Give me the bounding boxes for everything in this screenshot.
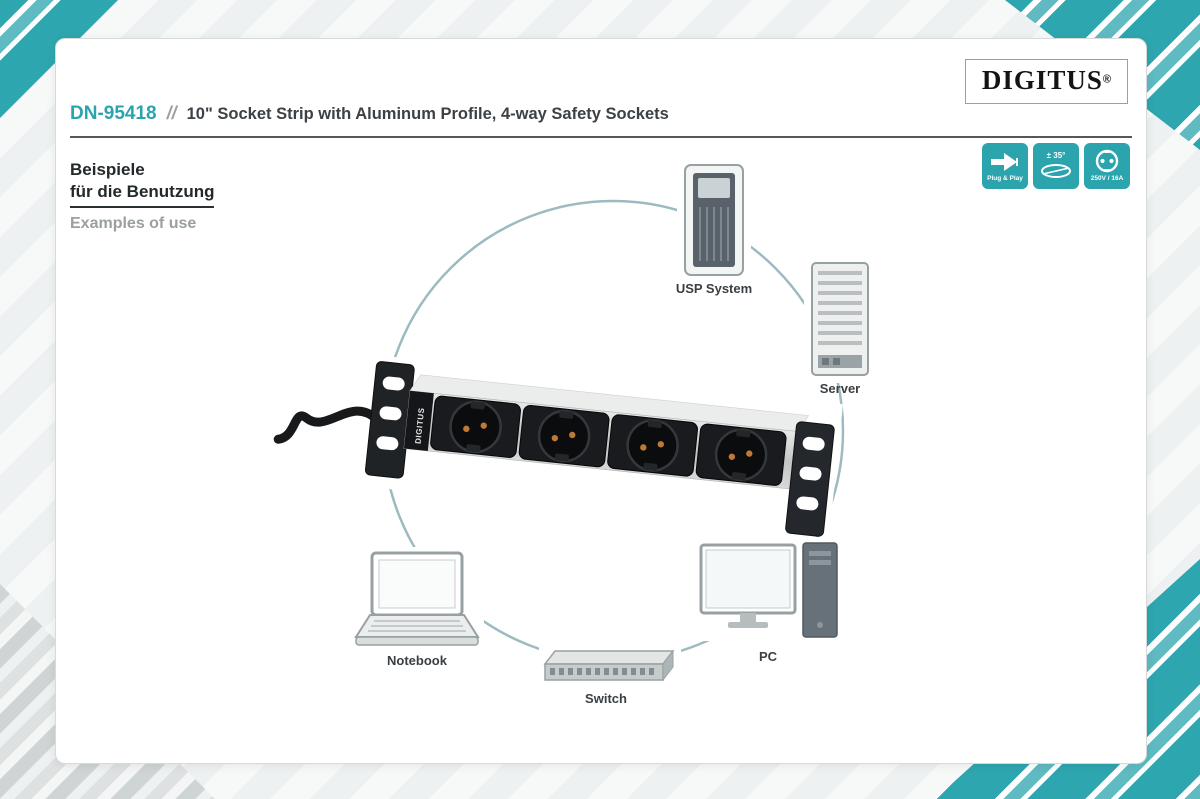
badge-tilt-angle: ± 35°: [1033, 143, 1079, 189]
profile-end-cap: [403, 390, 434, 451]
header-rule: [70, 136, 1132, 138]
badge-plug-and-play-label: Plug & Play: [987, 175, 1023, 183]
device-label-pc: PC: [759, 649, 778, 664]
badge-power-rating-label: 250V / 16A: [1090, 175, 1124, 183]
pc-icon: [693, 537, 847, 641]
device-label-notebook: Notebook: [387, 653, 448, 668]
plug-and-play-icon: [991, 153, 1018, 172]
heading-german: Beispiele für die Benutzung: [70, 159, 215, 209]
safety-sockets: [430, 395, 787, 486]
digitus-logo: DIGITUS®: [964, 59, 1128, 104]
model-number: DN-95418: [70, 103, 157, 124]
socket-strip-product: DIGITUS: [273, 354, 843, 537]
socket-1: [430, 395, 521, 458]
switch-icon: [539, 645, 681, 687]
digitus-logo-text: DIGITUS: [981, 65, 1103, 95]
badge-plug-and-play: Plug & Play: [982, 143, 1028, 189]
tilt-angle-icon: [1041, 163, 1071, 178]
device-label-switch: Switch: [585, 691, 627, 706]
usp-system-icon: [677, 159, 751, 283]
header-separator: //: [166, 103, 177, 123]
device-label-server: Server: [820, 381, 860, 396]
product-title: 10" Socket Strip with Aluminum Profile, …: [186, 105, 669, 123]
right-bracket: [785, 421, 835, 537]
socket-3: [607, 414, 699, 477]
heading-german-line2: für die Benutzung: [70, 181, 215, 209]
usage-diagram: USP System Server: [273, 159, 876, 706]
badge-power-rating: 250V / 16A: [1084, 143, 1130, 189]
device-label-usp-system: USP System: [676, 281, 752, 296]
socket-2: [518, 404, 610, 468]
product-brand-text: DIGITUS: [414, 407, 427, 444]
datasheet-page: USP System Server: [55, 38, 1147, 764]
server-icon: [804, 257, 876, 383]
heading-german-line1: Beispiele: [70, 160, 145, 179]
registered-mark: ®: [1102, 73, 1111, 86]
heading-english: Examples of use: [70, 215, 197, 233]
notebook-icon: [350, 547, 484, 653]
feature-badges: Plug & Play ± 35° 250V / 16A: [982, 143, 1130, 189]
section-heading: Beispiele für die Benutzung Examples of …: [70, 159, 215, 233]
power-cable: [273, 406, 382, 444]
badge-tilt-angle-label: ± 35°: [1046, 150, 1066, 160]
product-header: DN-95418 // 10" Socket Strip with Alumin…: [70, 103, 669, 125]
power-rating-icon: [1095, 150, 1119, 173]
socket-4: [695, 423, 787, 486]
